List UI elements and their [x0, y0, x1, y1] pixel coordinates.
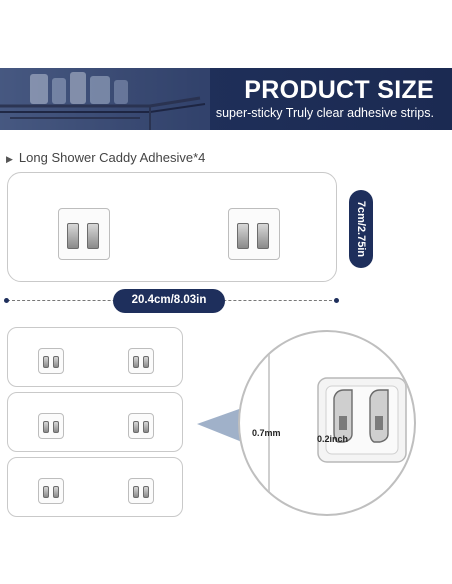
- adhesive-strip-small: [7, 392, 183, 452]
- adhesive-strip-small: [7, 457, 183, 517]
- hook-right: [128, 413, 154, 439]
- hook-right: [128, 348, 154, 374]
- hook-clip: [133, 421, 139, 433]
- hook-depth-dimension-text: 0.2inch: [317, 434, 349, 444]
- hook-clip: [53, 486, 59, 498]
- hook-clip: [257, 223, 269, 249]
- strip-edge-profile: [268, 332, 270, 514]
- hook-closeup-image: [317, 377, 407, 463]
- shower-caddy-image: [0, 68, 210, 130]
- hook-left: [38, 348, 64, 374]
- section-label: ▶ Long Shower Caddy Adhesive*4: [6, 150, 205, 165]
- width-dimension-text: 20.4cm/8.03in: [131, 294, 207, 306]
- hook-clip: [143, 421, 149, 433]
- triangle-right-icon: ▶: [6, 154, 13, 164]
- zoom-detail-circle: 0.7mm 0.2inch: [238, 330, 416, 516]
- header-banner: PRODUCT SIZE super-sticky Truly clear ad…: [0, 68, 452, 130]
- width-line-endpoint-left: [4, 298, 9, 303]
- hook-left: [38, 478, 64, 504]
- hook-right: [128, 478, 154, 504]
- hook-clip: [133, 486, 139, 498]
- hook-clip: [53, 356, 59, 368]
- hook-left: [58, 208, 110, 260]
- thickness-dimension-text: 0.7mm: [252, 428, 281, 438]
- hook-clip: [53, 421, 59, 433]
- banner-title: PRODUCT SIZE: [244, 76, 434, 104]
- hook-clip: [143, 356, 149, 368]
- section-label-text: Long Shower Caddy Adhesive*4: [18, 150, 206, 165]
- width-line-endpoint-right: [334, 298, 339, 303]
- height-dimension-text: 7cm/2.75in: [355, 200, 367, 258]
- height-dimension-badge: 7cm/2.75in: [349, 190, 373, 268]
- hook-clip: [43, 486, 49, 498]
- hook-clip: [43, 356, 49, 368]
- hook-clip: [133, 356, 139, 368]
- hook-left: [38, 413, 64, 439]
- hook-clip: [237, 223, 249, 249]
- banner-subtitle: super-sticky Truly clear adhesive strips…: [215, 106, 434, 120]
- width-dimension-badge: 20.4cm/8.03in: [113, 289, 225, 313]
- hook-right: [228, 208, 280, 260]
- hook-clip: [143, 486, 149, 498]
- hook-clip: [87, 223, 99, 249]
- adhesive-strip-large: [7, 172, 337, 282]
- adhesive-strip-small: [7, 327, 183, 387]
- hook-clip: [43, 421, 49, 433]
- hook-clip: [67, 223, 79, 249]
